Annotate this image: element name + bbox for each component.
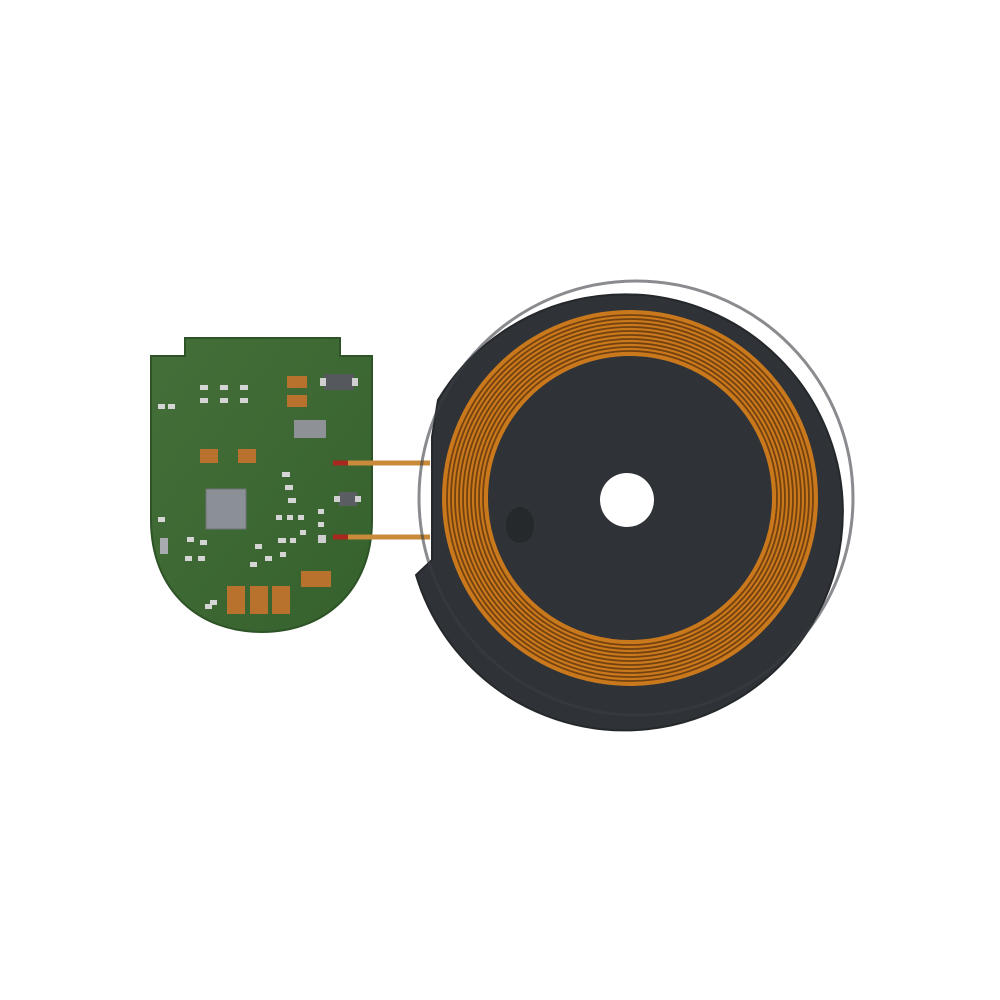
copper-winding [442,310,818,686]
smd-capacitors [200,376,331,614]
pcb-outline [150,337,373,634]
ic-chip [205,488,247,530]
transistor-mid [339,492,357,506]
center-hole [600,473,654,527]
coil-leads [333,460,430,540]
pcb-board [150,337,373,634]
smd-resistors [158,385,324,609]
sensor-chip [294,420,326,438]
smd-small-gray [160,538,168,554]
charging-coil [414,279,855,732]
transistor-top [324,374,354,390]
